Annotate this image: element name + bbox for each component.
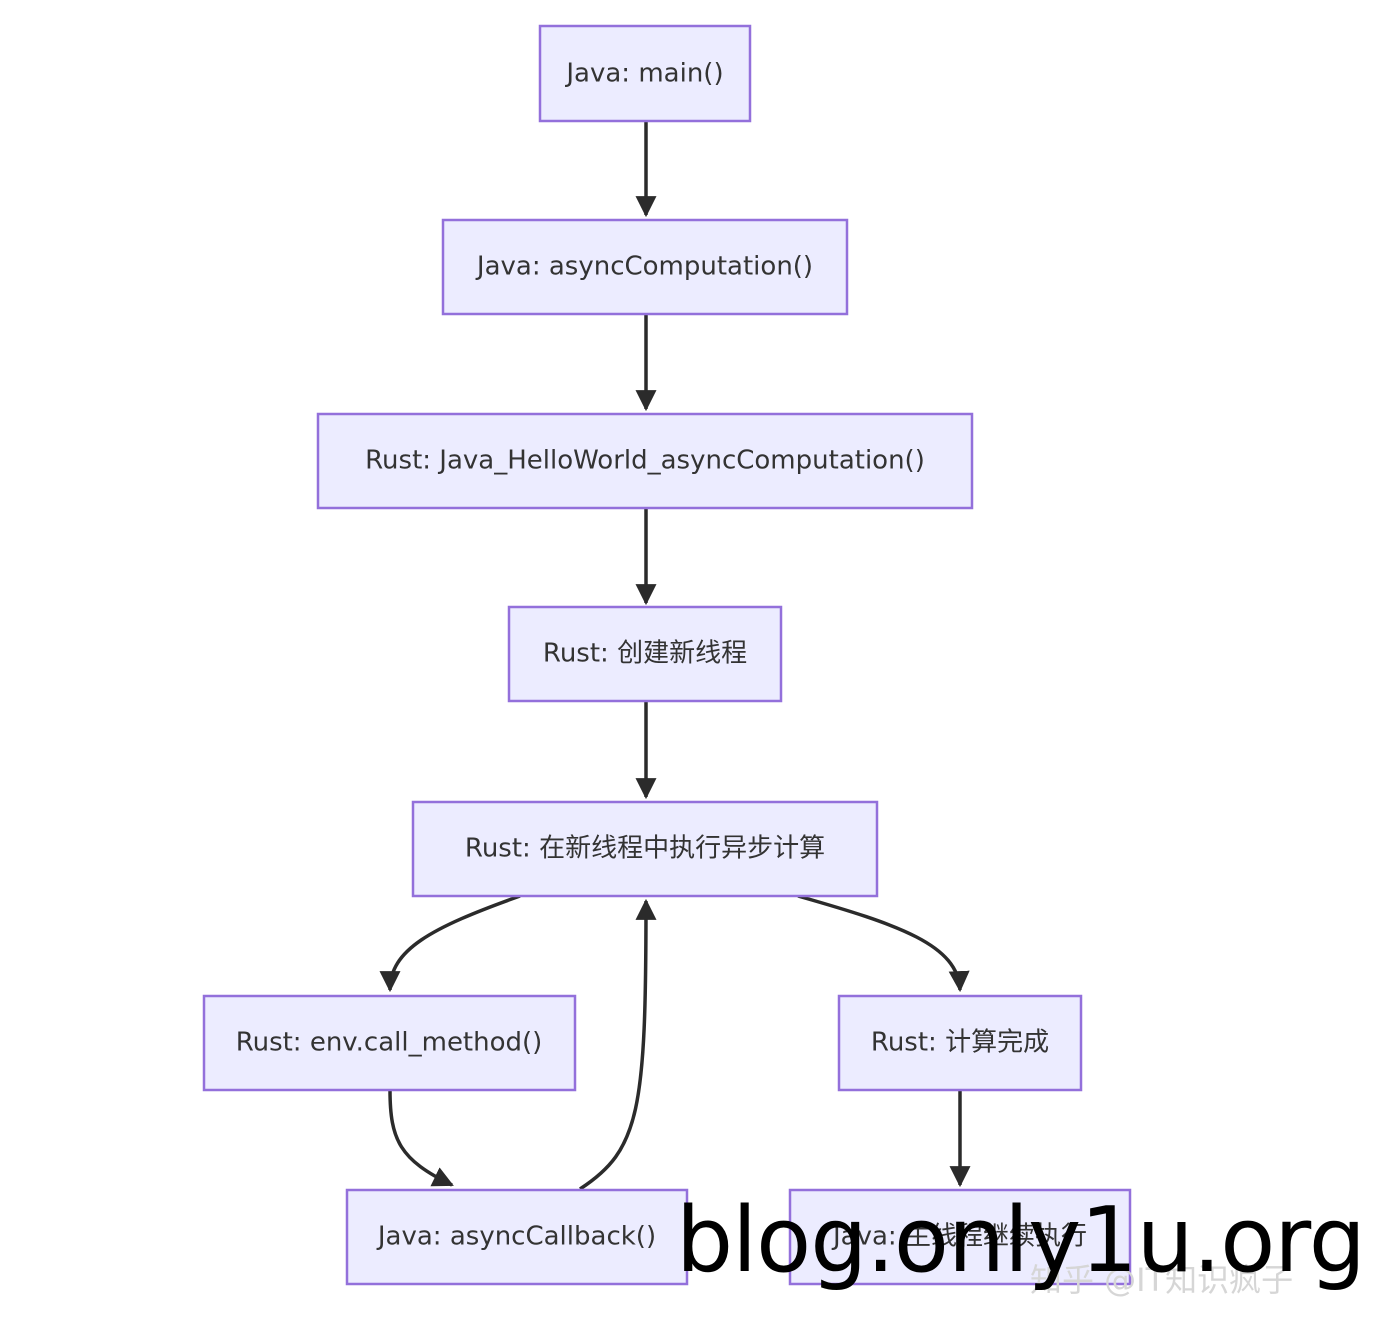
node-rust-create-thread: Rust: 创建新线程 bbox=[507, 605, 783, 703]
blog-watermark: blog.only1u.org bbox=[676, 1188, 1366, 1293]
node-rust-async-compute: Rust: 在新线程中执行异步计算 bbox=[411, 800, 879, 898]
node-label: Rust: 计算完成 bbox=[871, 1028, 1049, 1058]
node-java-main: Java: main() bbox=[538, 24, 752, 123]
node-java-main-continue: Java: 主线程继续执行 bbox=[788, 1188, 1132, 1286]
node-rust-compute-done: Rust: 计算完成 bbox=[837, 994, 1083, 1092]
edge-async-compute-to-call-method bbox=[379, 894, 521, 993]
node-label: Rust: 创建新线程 bbox=[543, 639, 747, 669]
node-java-async-callback: Java: asyncCallback() bbox=[345, 1188, 689, 1286]
node-label: Java: asyncComputation() bbox=[475, 252, 813, 282]
node-java-asynccomputation: Java: asyncComputation() bbox=[441, 218, 849, 316]
edge-call-method-to-async-callback bbox=[388, 1089, 454, 1187]
edges bbox=[379, 121, 971, 1191]
edge-async-compute-to-compute-done bbox=[797, 894, 970, 993]
node-label: Rust: env.call_method() bbox=[236, 1028, 543, 1058]
node-label: Java: 主线程继续执行 bbox=[831, 1222, 1087, 1252]
node-label: Rust: Java_HelloWorld_asyncComputation() bbox=[365, 446, 925, 476]
node-label: Java: main() bbox=[564, 59, 723, 89]
node-label: Java: asyncCallback() bbox=[376, 1222, 656, 1252]
edge-async-callback-to-async-compute bbox=[579, 898, 657, 1191]
node-label: Rust: 在新线程中执行异步计算 bbox=[465, 834, 825, 864]
node-rust-call-method: Rust: env.call_method() bbox=[202, 994, 577, 1092]
node-rust-jni-asynccomputation: Rust: Java_HelloWorld_asyncComputation() bbox=[316, 412, 974, 510]
zhihu-watermark: 知乎 @IT知识疯子 bbox=[1030, 1261, 1294, 1299]
